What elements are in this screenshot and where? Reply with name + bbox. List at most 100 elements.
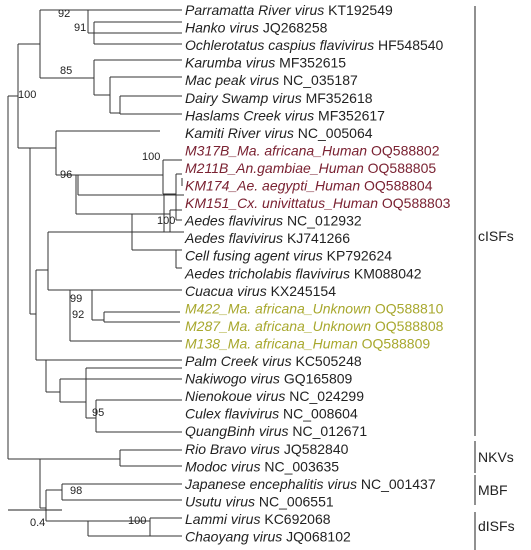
taxon-label: Modoc virus NC_003635 — [185, 458, 339, 474]
taxon-label: Aedes tricholabis flavivirus KM088042 — [184, 265, 422, 281]
bootstrap-label: 92 — [72, 309, 84, 321]
taxon-label: Karumba virus MF352615 — [185, 55, 346, 71]
taxon-name: Cell fusing agent virus — [185, 248, 323, 264]
scale-bar: 0.4 — [8, 509, 62, 529]
taxon-name: M138_Ma. africana_Human — [185, 335, 358, 351]
group-label-disfs: dISFs — [478, 518, 515, 534]
taxon-accession: JQ068102 — [286, 529, 351, 545]
taxon-name: Aedes flavivirus — [184, 213, 283, 229]
taxon-accession: KM088042 — [354, 265, 422, 281]
taxon-name: Ochlerotatus caspius flavivirus — [185, 37, 374, 53]
taxon-label: Parramatta River virus KT192549 — [185, 2, 393, 18]
taxon-label: QuangBinh virus NC_012671 — [185, 423, 367, 439]
taxon-name: KM174_Ae. aegypti_Human — [185, 178, 360, 194]
taxon-accession: OQ588803 — [382, 195, 451, 211]
taxon-name: Kamiti River virus — [185, 125, 294, 141]
group-label-mbf: MBF — [478, 482, 508, 498]
taxon-label: Aedes flavivirus KJ741266 — [184, 230, 350, 246]
taxon-name: Aedes tricholabis flavivirus — [184, 265, 350, 281]
bootstrap-label: 91 — [74, 22, 86, 34]
bootstrap-label: 92 — [58, 8, 70, 20]
taxon-accession: MF352615 — [279, 55, 346, 71]
taxon-label: Rio Bravo virus JQ582840 — [185, 441, 349, 457]
taxon-label: M138_Ma. africana_Human OQ588809 — [185, 335, 430, 351]
taxon-accession: NC_035187 — [283, 72, 358, 88]
taxon-label: Dairy Swamp virus MF352618 — [185, 90, 373, 106]
taxon-accession: KP792624 — [327, 248, 393, 264]
taxon-label: M287_Ma. africana_Unknown OQ588808 — [185, 318, 444, 334]
taxon-accession: JQ582840 — [284, 441, 349, 457]
taxon-name: M422_Ma. africana_Unknown — [185, 300, 371, 316]
taxon-accession: NC_012671 — [292, 423, 367, 439]
bootstrap-label: 96 — [60, 169, 72, 181]
taxon-label: KM151_Cx. univittatus_Human OQ588803 — [185, 195, 451, 211]
taxon-name: Modoc virus — [185, 458, 260, 474]
taxon-accession: JQ268258 — [263, 20, 328, 36]
taxon-name: M287_Ma. africana_Unknown — [185, 318, 371, 334]
tree-branches — [7, 9, 184, 537]
bootstrap-label: 95 — [92, 407, 104, 419]
taxon-name: M317B_Ma. africana_Human — [185, 142, 367, 158]
taxon-label: M317B_Ma. africana_Human OQ588802 — [185, 142, 440, 158]
taxon-accession: NC_001437 — [361, 476, 436, 492]
taxon-label: Chaoyang virus JQ068102 — [185, 529, 351, 545]
taxon-label: KM174_Ae. aegypti_Human OQ588804 — [185, 178, 433, 194]
taxon-label: Cell fusing agent virus KP792624 — [185, 248, 392, 264]
taxon-name: Usutu virus — [185, 493, 255, 509]
taxon-accession: NC_008604 — [283, 406, 358, 422]
taxon-accession: NC_003635 — [264, 458, 339, 474]
taxon-label: M211B_An.gambiae_Human OQ588805 — [185, 160, 436, 176]
taxon-accession: MF352617 — [318, 107, 385, 123]
taxon-name: Rio Bravo virus — [185, 441, 280, 457]
taxon-label: Japanese encephalitis virus NC_001437 — [184, 476, 436, 492]
bootstrap-label: 98 — [70, 485, 82, 497]
taxon-label: Aedes flavivirus NC_012932 — [184, 213, 362, 229]
taxon-name: Cuacua virus — [185, 283, 267, 299]
bootstrap-label: 100 — [142, 151, 160, 163]
taxon-label: Culex flavivirus NC_008604 — [185, 406, 358, 422]
taxon-accession: OQ588810 — [375, 300, 444, 316]
taxon-accession: OQ588802 — [371, 142, 440, 158]
taxon-name: Palm Creek virus — [185, 353, 292, 369]
taxon-name: Parramatta River virus — [185, 2, 324, 18]
taxon-accession: NC_005064 — [298, 125, 373, 141]
bootstrap-label: 100 — [128, 515, 146, 527]
taxon-label: Cuacua virus KX245154 — [185, 283, 336, 299]
bootstrap-label: 85 — [60, 65, 72, 77]
taxon-name: Hanko virus — [185, 20, 259, 36]
bootstrap-label: 99 — [70, 293, 82, 305]
taxon-label: Nakiwogo virus GQ165809 — [185, 371, 353, 387]
taxon-name: Nienokoue virus — [185, 388, 285, 404]
taxon-label: Hanko virus JQ268258 — [185, 20, 328, 36]
taxon-name: M211B_An.gambiae_Human — [185, 160, 364, 176]
taxon-accession: NC_006551 — [259, 493, 334, 509]
taxon-accession: MF352618 — [306, 90, 373, 106]
taxon-accession: KX245154 — [271, 283, 337, 299]
taxon-name: Haslams Creek virus — [185, 107, 314, 123]
taxon-name: Chaoyang virus — [185, 529, 282, 545]
taxon-accession: KT192549 — [328, 2, 393, 18]
bootstrap-values: 92 91 85 100 100 96 100 99 92 95 98 100 — [18, 8, 175, 527]
taxon-accession: OQ588808 — [375, 318, 444, 334]
scale-bar-label: 0.4 — [30, 517, 45, 529]
taxon-accession: GQ165809 — [284, 371, 353, 387]
taxon-name: Aedes flavivirus — [184, 230, 283, 246]
taxon-label: Kamiti River virus NC_005064 — [185, 125, 373, 141]
taxon-accession: OQ588805 — [368, 160, 437, 176]
group-label-nkvs: NKVs — [478, 449, 514, 465]
taxon-label: Nienokoue virus NC_024299 — [185, 388, 364, 404]
taxon-label: Mac peak virus NC_035187 — [185, 72, 358, 88]
taxon-name: Lammi virus — [185, 511, 260, 527]
taxon-accession: KJ741266 — [287, 230, 350, 246]
taxon-name: Dairy Swamp virus — [185, 90, 302, 106]
taxon-label: Usutu virus NC_006551 — [185, 493, 334, 509]
taxon-accession: OQ588809 — [362, 335, 431, 351]
bootstrap-label: 100 — [157, 215, 175, 227]
taxon-name: Nakiwogo virus — [185, 371, 280, 387]
taxon-label: Lammi virus KC692068 — [185, 511, 331, 527]
taxon-accession: NC_012932 — [287, 213, 362, 229]
bootstrap-label: 100 — [18, 89, 36, 101]
taxon-name: Culex flavivirus — [185, 406, 279, 422]
